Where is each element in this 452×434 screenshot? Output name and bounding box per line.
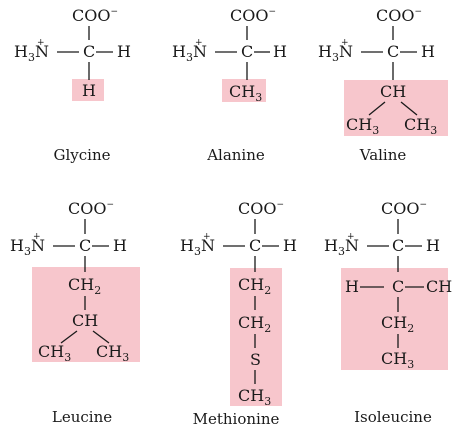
valine-side-chain-box [344, 80, 448, 136]
leucine-side-chain-box [32, 267, 140, 362]
leucine-name: Leucine [52, 408, 112, 426]
valine-methyl-left: CH3 [346, 115, 379, 137]
leucine-carboxylate: COO− [68, 199, 114, 218]
isoleucine-side-chain-box [341, 268, 448, 370]
svg-text:+: + [347, 232, 355, 242]
alanine-carboxylate: COO− [230, 6, 276, 25]
isoleucine-name: Isoleucine [354, 408, 432, 426]
leucine-methyl-left: CH3 [38, 342, 71, 364]
glycine-amino-group: H3N [14, 42, 49, 64]
isoleucine-alpha-carbon: C [392, 236, 404, 255]
svg-text:H: H [426, 236, 440, 255]
isoleucine-structure: COO− H3N + C H H C CH CH2 CH3 Isoleucine [324, 199, 452, 426]
valine-structure: COO− H3N + C H CH CH3 CH3 Valine [318, 6, 448, 164]
leucine-methyl-right: CH3 [96, 342, 129, 364]
methionine-carboxylate: COO− [238, 199, 284, 218]
methionine-sulfur: S [250, 350, 261, 369]
methionine-methyl: CH3 [238, 386, 271, 408]
methionine-alpha-carbon: C [249, 236, 261, 255]
svg-text:H: H [421, 42, 435, 61]
svg-text:+: + [33, 232, 41, 242]
valine-carboxylate: COO− [376, 6, 422, 25]
glycine-carboxylate: COO− [72, 6, 118, 25]
valine-beta-ch: CH [380, 82, 406, 101]
glycine-name: Glycine [54, 146, 111, 164]
isoleucine-beta-h: H [345, 277, 359, 296]
methionine-beta-ch2: CH2 [238, 275, 271, 297]
leucine-beta-ch2: CH2 [68, 275, 101, 297]
glycine-side-chain: H [82, 81, 96, 100]
leucine-structure: COO− H3N + C H CH2 CH CH3 CH3 Leucine [10, 199, 140, 426]
svg-text:H: H [113, 236, 127, 255]
alanine-side-chain: CH3 [229, 82, 262, 104]
valine-name: Valine [359, 146, 407, 164]
valine-amino-group: H3N [318, 42, 353, 64]
methionine-amino-group: H3N [180, 236, 215, 258]
leucine-alpha-carbon: C [79, 236, 91, 255]
svg-text:H: H [283, 236, 297, 255]
svg-text:+: + [37, 38, 45, 48]
svg-text:H: H [117, 42, 131, 61]
alanine-structure: COO− H3N + C H CH3 Alanine [172, 6, 287, 164]
isoleucine-carboxylate: COO− [381, 199, 427, 218]
leucine-gamma-ch: CH [72, 311, 98, 330]
isoleucine-amino-group: H3N [324, 236, 359, 258]
methionine-name: Methionine [193, 410, 280, 428]
alanine-side-chain-box [222, 79, 266, 102]
glycine-alpha-carbon: C [83, 42, 95, 61]
glycine-side-chain-box [72, 79, 104, 101]
glycine-structure: COO− H3N + C H H Glycine [14, 6, 131, 164]
svg-text:H: H [273, 42, 287, 61]
svg-text:+: + [195, 38, 203, 48]
isoleucine-delta-ch3: CH3 [381, 349, 414, 371]
methionine-side-chain-box [230, 268, 282, 406]
isoleucine-gamma-ch2: CH2 [381, 313, 414, 335]
alanine-name: Alanine [206, 146, 265, 164]
valine-alpha-carbon: C [387, 42, 399, 61]
valine-methyl-right: CH3 [404, 115, 437, 137]
alanine-alpha-carbon: C [241, 42, 253, 61]
methionine-gamma-ch2: CH2 [238, 313, 271, 335]
svg-text:+: + [203, 232, 211, 242]
isoleucine-beta-carbon: C [392, 277, 404, 296]
svg-text:+: + [341, 38, 349, 48]
leucine-amino-group: H3N [10, 236, 45, 258]
methionine-structure: COO− H3N + C H CH2 CH2 S CH3 Methionine [180, 199, 297, 428]
isoleucine-beta-methyl: CH [426, 277, 452, 296]
alanine-amino-group: H3N [172, 42, 207, 64]
